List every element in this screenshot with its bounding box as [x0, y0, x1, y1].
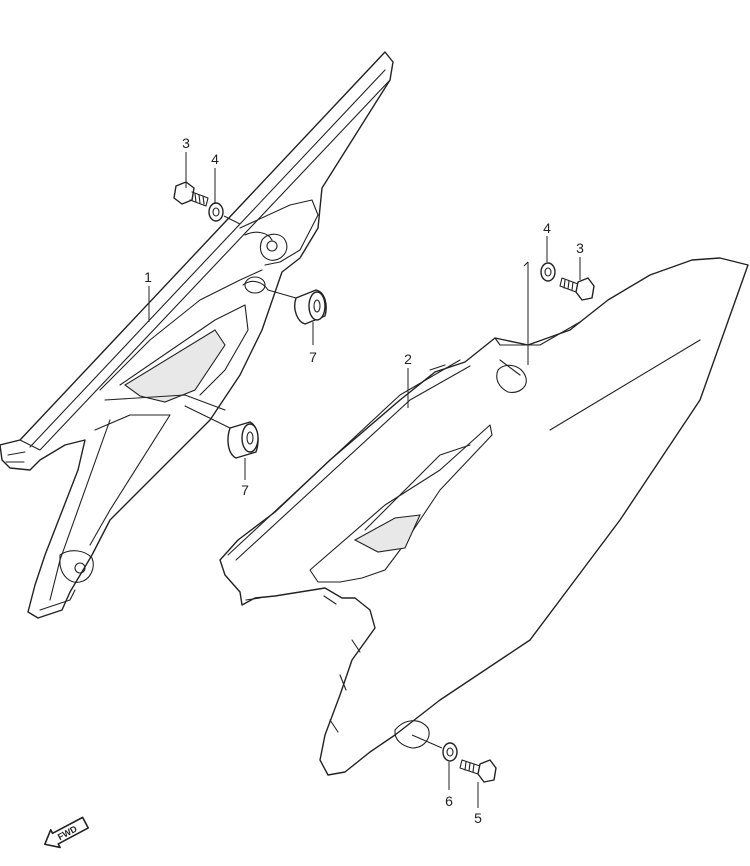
callout-2: 2: [404, 351, 412, 367]
frame-cover-part-1: [0, 51, 394, 619]
callout-4-right: 4: [543, 220, 551, 236]
spacer-part-7-upper: [242, 276, 327, 325]
callout-7-lower: 7: [241, 482, 249, 498]
bolt-part-3-right: [559, 277, 595, 301]
callout-3-right: 3: [576, 240, 584, 256]
callout-5: 5: [474, 810, 482, 826]
leader-lines: [148, 152, 581, 808]
callout-3-upper-left: 3: [182, 135, 190, 151]
callout-1: 1: [144, 269, 152, 285]
callout-7-upper: 7: [309, 349, 317, 365]
washer-part-6: [411, 734, 458, 762]
callout-6: 6: [445, 793, 453, 809]
side-cover-part-2: [219, 257, 749, 776]
bolt-part-5: [459, 759, 497, 783]
fwd-arrow-icon: FWD: [44, 816, 90, 849]
washer-part-4-right: [540, 262, 556, 282]
washer-part-4-upper: [208, 202, 241, 225]
callout-4-upper-left: 4: [211, 151, 219, 167]
bolt-part-3-upper: [173, 181, 209, 207]
callout-labels: 1 2 3 4 3 4 5 6 7 7: [144, 135, 584, 826]
spacer-part-7-lower: [184, 405, 259, 459]
